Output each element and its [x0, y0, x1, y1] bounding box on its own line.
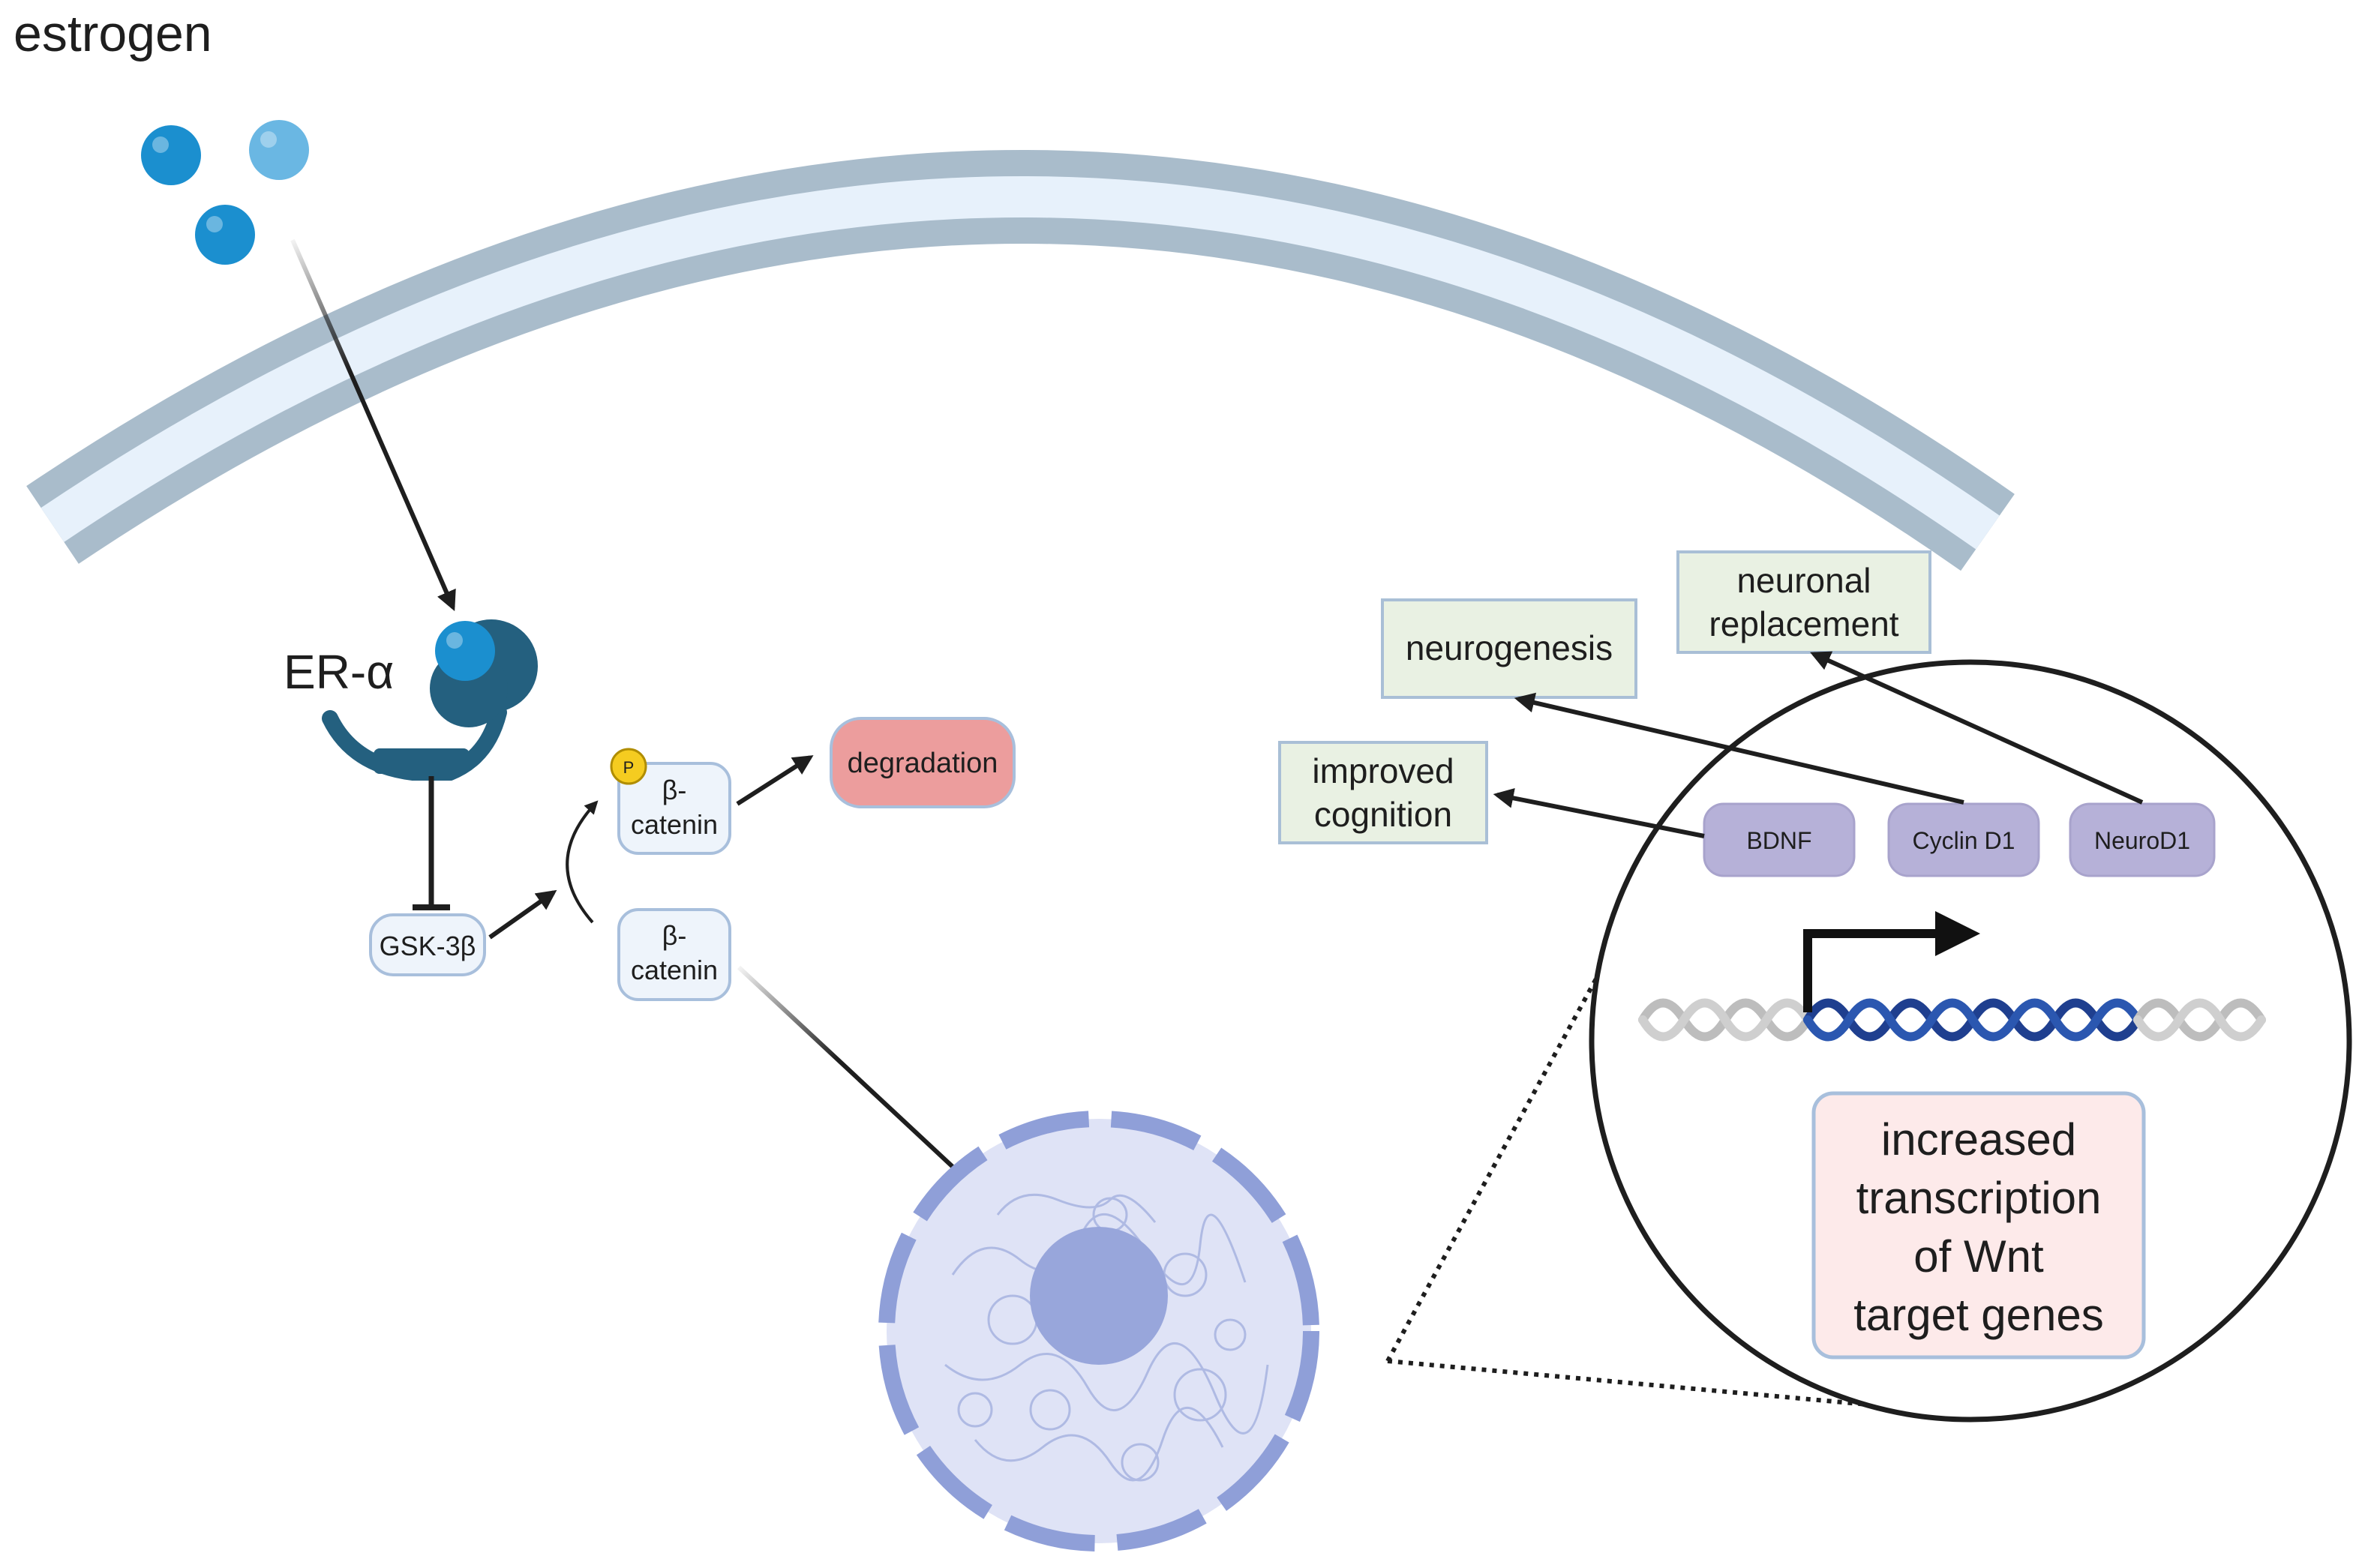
improved-cognition-line2: cognition	[1314, 795, 1452, 834]
nucleus	[878, 1111, 1319, 1552]
estrogen-molecules	[141, 120, 309, 265]
gene-cyclin-d1-label: Cyclin D1	[1913, 827, 2015, 854]
gsk3b-label: GSK-3β	[380, 931, 476, 961]
cell-membrane	[26, 150, 2015, 571]
arrow-to-degradation	[736, 755, 814, 806]
gene-bdnf: BDNF	[1703, 802, 1856, 877]
arrow-gsk3b	[488, 889, 557, 940]
arrow-neurod1-to-replacement	[1810, 651, 2144, 805]
er-alpha-receptor	[322, 619, 538, 781]
gene-bdnf-label: BDNF	[1746, 827, 1811, 854]
neurogenesis-label: neurogenesis	[1406, 628, 1613, 667]
neurogenesis-box: neurogenesis	[1381, 598, 1637, 699]
increased-line3: of Wnt	[1913, 1231, 2044, 1282]
beta-catenin-line1: β-	[662, 920, 687, 951]
neuronal-replacement-line1: neuronal	[1736, 561, 1871, 600]
arrow-bdnf-to-cognition	[1493, 787, 1705, 838]
increased-line1: increased	[1881, 1114, 2076, 1165]
arrow-beta-catenin-phosphorylation	[566, 800, 599, 924]
neuronal-replacement-line2: replacement	[1709, 604, 1898, 643]
phospho-beta-catenin-node: β- catenin	[617, 762, 731, 855]
improved-cognition-box: improved cognition	[1278, 741, 1488, 844]
gene-outcome-arrows	[1493, 651, 2144, 838]
gene-neurod1-label: NeuroD1	[2094, 827, 2190, 854]
arrow-cyclin-to-neurogenesis	[1514, 692, 1964, 805]
phospho-beta-catenin-line2: catenin	[631, 809, 718, 840]
increased-transcription-box: increased transcription of Wnt target ge…	[1811, 1091, 2146, 1360]
beta-catenin-line2: catenin	[631, 955, 718, 985]
degradation-label: degradation	[848, 748, 998, 779]
arrow-estrogen-to-receptor	[290, 238, 456, 611]
phospho-beta-catenin-line1: β-	[662, 775, 687, 805]
gene-neurod1: NeuroD1	[2069, 802, 2216, 877]
phosphate-label: P	[623, 758, 635, 777]
nucleolus	[1030, 1227, 1168, 1365]
gene-cyclin-d1: Cyclin D1	[1887, 802, 2040, 877]
transcription-start-arrow	[1803, 911, 1980, 1012]
increased-line4: target genes	[1853, 1290, 2104, 1340]
increased-line2: transcription	[1856, 1173, 2102, 1223]
neuronal-replacement-box: neuronal replacement	[1676, 550, 1931, 654]
phosphate-badge: P	[610, 748, 647, 785]
inhibition-receptor-gsk3b	[413, 776, 450, 910]
estrogen-label: estrogen	[14, 5, 212, 62]
degradation-node: degradation	[830, 717, 1016, 808]
improved-cognition-line1: improved	[1312, 751, 1454, 790]
beta-catenin-node: β- catenin	[617, 908, 731, 1001]
er-alpha-label: ER-α	[284, 645, 394, 699]
dna-helix	[1638, 998, 2266, 1042]
gsk3b-node: GSK-3β	[369, 913, 486, 976]
